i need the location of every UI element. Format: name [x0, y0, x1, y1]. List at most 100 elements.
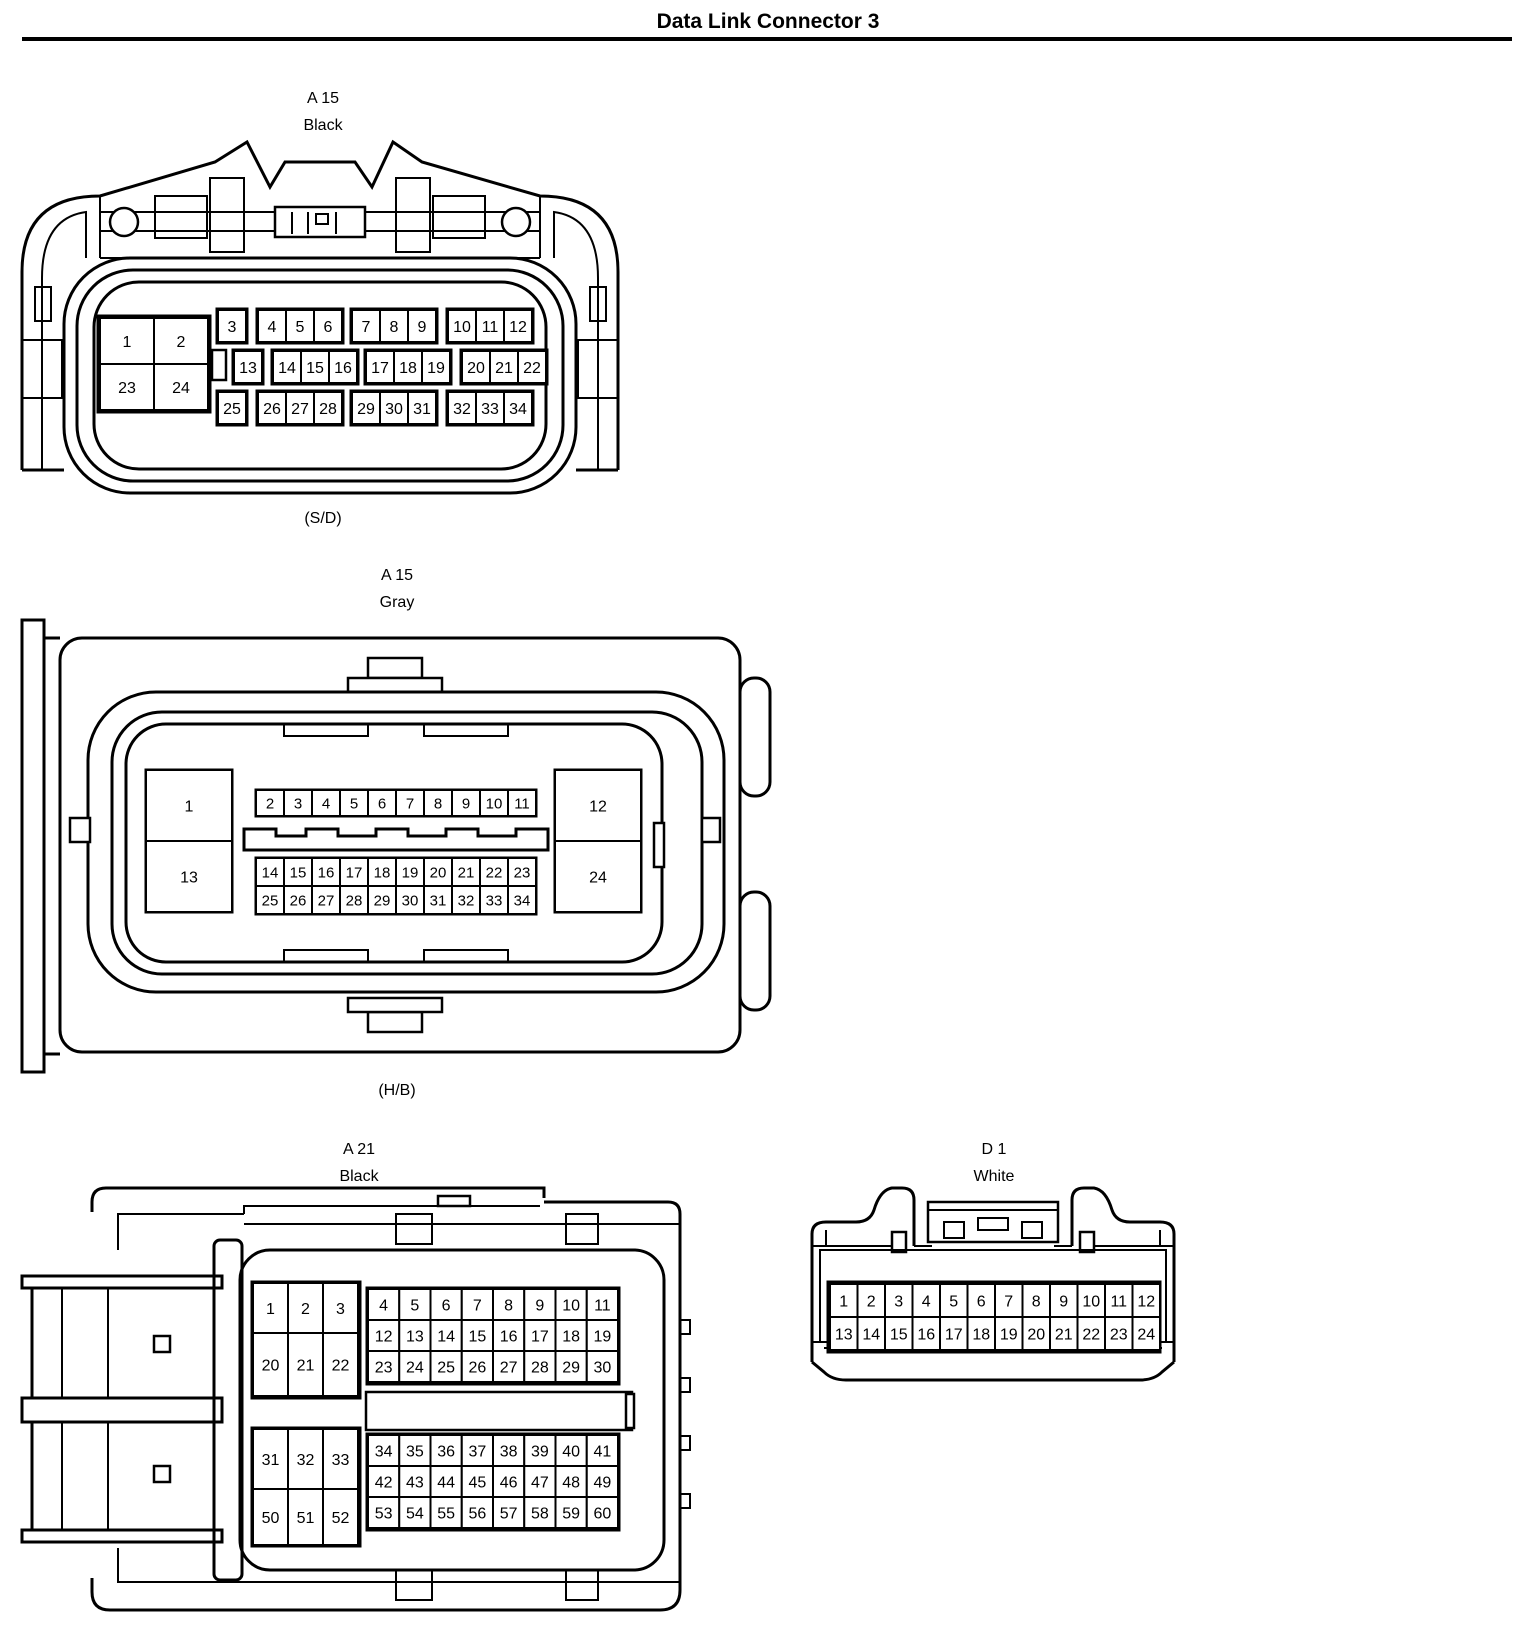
d1-white-pin-11: 11: [1110, 1293, 1127, 1310]
a21-black-pin-39: 39: [531, 1443, 549, 1460]
a21-black-pin-60: 60: [593, 1505, 611, 1522]
a21-black-pin-10-cell: [554, 1288, 588, 1321]
d1-white-pin-20: 20: [1027, 1326, 1045, 1343]
d1-white-pin-23: 23: [1110, 1326, 1128, 1343]
a21-black-pin-29-cell: [554, 1350, 588, 1383]
a21-black-pin-15-cell: [460, 1319, 494, 1352]
a21-black-pin-16: 16: [500, 1328, 518, 1345]
a15-gray-pin-18: 18: [374, 864, 391, 881]
title-rule: [22, 37, 1512, 41]
a21-black-pin-50: 50: [262, 1510, 280, 1527]
a15-gray-pin-21-cell: [451, 857, 481, 887]
a15-gray-pin-26-cell: [283, 885, 313, 915]
a15-black-pin-5-cell: [285, 309, 315, 343]
a15-black-pin-34-cell: [503, 391, 533, 425]
d1-white-pin-20-cell: [1021, 1316, 1051, 1351]
a21-black-pin-51-cell: [287, 1488, 324, 1546]
a15-black-pin-12-cell: [503, 309, 533, 343]
a21-black-pin-41: 41: [593, 1443, 611, 1460]
a21-black-pin-22-cell: [322, 1332, 359, 1397]
a21-black-pin-10: 10: [562, 1297, 580, 1314]
d1-white-pin-13: 13: [835, 1326, 853, 1343]
a15-black-pin-10: 10: [453, 319, 471, 336]
d1-white-pin-9: 9: [1059, 1293, 1068, 1310]
a21-black-pin-41-cell: [585, 1434, 619, 1467]
a21-black-pin-1: 1: [266, 1301, 275, 1318]
a21-black-pin-11: 11: [594, 1297, 611, 1314]
a21-black-pin-43: 43: [406, 1474, 424, 1491]
a15-gray-pin-2: 2: [266, 795, 274, 812]
conn4-color: White: [973, 1168, 1015, 1185]
a15-black-pin-20: 20: [467, 360, 485, 377]
a21-black-pin-22: 22: [332, 1357, 350, 1374]
a15-black-pin-16: 16: [334, 360, 352, 377]
a15-black-pin-29: 29: [357, 401, 375, 418]
a15-gray-pin-23: 23: [514, 864, 531, 881]
a15-gray-pin-8-cell: [423, 789, 453, 817]
a15-gray-pin-12-cell: [554, 769, 642, 842]
d1-white-pin-16-cell: [911, 1316, 941, 1351]
d1-white-pin-14: 14: [862, 1326, 880, 1343]
a15-gray-pin-32-cell: [451, 885, 481, 915]
a15-gray-pin-13-cell: [145, 840, 233, 913]
a15-black-pin-7: 7: [362, 319, 371, 336]
a21-black-pin-52: 52: [332, 1510, 350, 1527]
a21-black-pin-18-cell: [554, 1319, 588, 1352]
a15-gray-pin-26: 26: [290, 892, 307, 909]
a21-black-pin-58: 58: [531, 1505, 549, 1522]
a21-black-pin-52-cell: [322, 1488, 359, 1546]
a15-gray-pin-4: 4: [322, 795, 330, 812]
a15-gray-pin-13: 13: [180, 869, 198, 886]
d1-white-pin-15-cell: [884, 1316, 914, 1351]
a15-gray-pin-21: 21: [458, 864, 475, 881]
a15-gray-pin-34: 34: [514, 892, 531, 909]
a15-gray-pin-28: 28: [346, 892, 363, 909]
a15-gray-pin-22: 22: [486, 864, 503, 881]
a15-black-pin-29-cell: [351, 391, 381, 425]
a15-gray-pin-8: 8: [434, 795, 442, 812]
a21-black-pin-19-cell: [585, 1319, 619, 1352]
a15-black-pin-3: 3: [228, 319, 237, 336]
conn1-note: (S/D): [304, 510, 342, 527]
a15-gray-pin-5-cell: [339, 789, 369, 817]
a15-black-pin-34: 34: [509, 401, 527, 418]
a15-black-pin-1: 1: [123, 334, 132, 351]
a15-gray-pin-19-cell: [395, 857, 425, 887]
a15-gray-pin-20-cell: [423, 857, 453, 887]
d1-white-pin-10: 10: [1082, 1293, 1100, 1310]
a21-black-pin-38: 38: [500, 1443, 518, 1460]
a15-black-pin-15-cell: [300, 350, 330, 384]
a15-black-pin-13: 13: [239, 360, 257, 377]
d1-white-pin-17-cell: [939, 1316, 969, 1351]
a21-black-pin-47: 47: [531, 1474, 549, 1491]
a15-gray-pin-30: 30: [402, 892, 419, 909]
conn4-code: D 1: [981, 1141, 1007, 1158]
a21-black-pin-53: 53: [375, 1505, 393, 1522]
a15-black-pin-25: 25: [223, 401, 241, 418]
a15-black-pin-15: 15: [306, 360, 324, 377]
a15-gray-pin-29: 29: [374, 892, 391, 909]
d1-white-pin-5: 5: [949, 1293, 958, 1310]
a15-black-pin-3-cell: [217, 309, 247, 343]
conn1-color: Black: [303, 117, 343, 134]
a15-gray-pin-27: 27: [318, 892, 335, 909]
a15-gray-pin-34-cell: [507, 885, 537, 915]
a15-gray-pin-25-cell: [255, 885, 285, 915]
a15-gray-pin-15: 15: [290, 864, 307, 881]
a15-gray-pin-17: 17: [346, 864, 363, 881]
a15-black-pin-13-cell: [233, 350, 263, 384]
d1-white-pin-1: 1: [839, 1293, 848, 1310]
a15-gray-pin-33: 33: [486, 892, 503, 909]
a15-black-pin-23-cell: [99, 363, 155, 411]
a21-black-pin-14: 14: [437, 1328, 455, 1345]
a15-gray-pin-1-cell: [145, 769, 233, 842]
a21-black-pin-20: 20: [262, 1357, 280, 1374]
a15-black-pin-24: 24: [172, 380, 190, 397]
a15-gray-pin-9: 9: [462, 795, 470, 812]
a21-black-pin-42-cell: [367, 1465, 401, 1498]
a21-black-pin-26: 26: [468, 1359, 486, 1376]
a15-black-pin-8: 8: [390, 319, 399, 336]
a21-black-pin-35: 35: [406, 1443, 424, 1460]
